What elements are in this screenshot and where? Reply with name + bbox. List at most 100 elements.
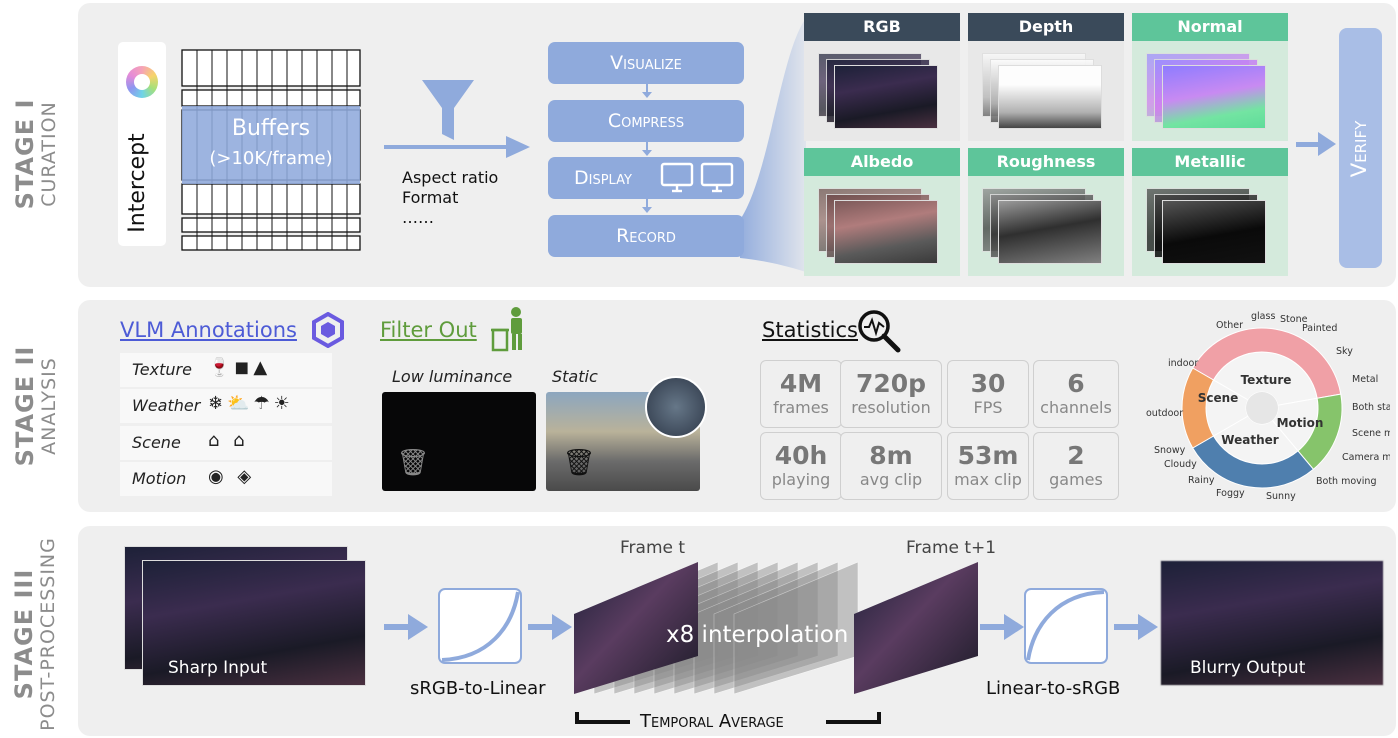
annotation-weather: Weather ❄⛅☂☀ <box>120 389 332 423</box>
roughness-panel <box>968 176 1124 276</box>
vlm-title[interactable]: VLM Annotations <box>120 318 297 342</box>
scene-icons: ⌂ ⌂ <box>208 430 249 451</box>
wheel-outer-rainy: Rainy <box>1188 475 1215 486</box>
blurry-output-label: Blurry Output <box>1190 658 1306 678</box>
stats-title[interactable]: Statistics <box>762 318 858 342</box>
buffers-subtitle: (>10K/frame) <box>209 148 333 169</box>
albedo-header: Albedo <box>804 148 960 176</box>
buffers-title: Buffers <box>231 116 311 141</box>
wheel-outer-indoor: indoor <box>1168 358 1198 369</box>
low-luminance-label: Low luminance <box>392 367 513 386</box>
wheel-outer-both-moving: Both moving <box>1316 476 1376 487</box>
stage3-label: STAGE III POST-PROCESSING <box>10 537 59 731</box>
temporal-bracket-right <box>826 712 881 724</box>
normal-header: Normal <box>1132 13 1288 41</box>
display-label: Display <box>574 167 632 189</box>
visualize-button[interactable]: Visualize <box>548 42 744 84</box>
static-zoom-circle <box>645 376 707 438</box>
annotation-motion: Motion ◉ ◈ <box>120 462 332 496</box>
verify-label: Verify <box>1347 120 1371 178</box>
record-button[interactable]: Record <box>548 215 744 257</box>
albedo-panel <box>804 176 960 276</box>
roughness-header: Roughness <box>968 148 1124 176</box>
wheel-outer-both-static: Both static <box>1352 402 1390 413</box>
low-luminance-trash-icon: 🗑 <box>396 448 430 478</box>
rgb-panel <box>804 41 960 141</box>
interp-frame <box>693 561 819 695</box>
depth-header: Depth <box>968 13 1124 41</box>
motion-icons: ◉ ◈ <box>208 466 256 487</box>
wheel-outer-sunny: Sunny <box>1266 491 1296 502</box>
srgb-to-linear-label: sRGB-to-Linear <box>410 678 546 699</box>
filter-title[interactable]: Filter Out <box>380 318 477 342</box>
annotation-wheel: Texture Scene Motion Weather Other glass… <box>1146 311 1390 502</box>
normal-panel <box>1132 41 1288 141</box>
arrow-4 <box>1114 614 1158 640</box>
arrow-2 <box>528 614 572 640</box>
arrow-to-buttons <box>384 136 530 158</box>
annotation-texture: Texture 🍷◼▲ <box>120 353 332 387</box>
compress-button[interactable]: Compress <box>548 100 744 142</box>
wheel-outer-snowy: Snowy <box>1154 445 1186 456</box>
trash-person-icon <box>491 307 522 352</box>
wheel-outer-painted: Painted <box>1302 323 1337 334</box>
filter-criteria: Aspect ratio Format …… <box>402 168 499 227</box>
verify-box <box>1339 28 1382 268</box>
intercept-label: Intercept <box>125 133 150 233</box>
temporal-bracket-left <box>575 712 630 724</box>
arrow-3 <box>980 614 1024 640</box>
wheel-outer-other: Other <box>1216 320 1243 331</box>
buffers-grid <box>181 49 361 251</box>
rgb-header: RGB <box>804 13 960 41</box>
wheel-outer-camera-moving: Camera moving <box>1342 452 1390 463</box>
interp-frame <box>713 561 839 695</box>
interp-frame <box>673 561 799 695</box>
wheel-outer-scene-moving: Scene moving <box>1352 428 1390 439</box>
wheel-label-motion: Motion <box>1277 416 1324 430</box>
vlm-logo-icon <box>312 312 344 348</box>
wheel-outer-texture <box>1192 327 1342 399</box>
static-label: Static <box>552 367 598 386</box>
interpolation-stack <box>574 561 978 695</box>
wheel-outer-sky: Sky <box>1336 346 1353 357</box>
button-connectors <box>642 84 652 213</box>
sharp-input-label: Sharp Input <box>168 658 268 678</box>
stage2-label: STAGE II ANALYSIS <box>11 345 60 467</box>
display-button[interactable]: Display <box>548 157 744 199</box>
temporal-average-label: Temporal Average <box>640 711 784 732</box>
static-trash-icon: 🗑 <box>562 448 596 478</box>
record-fanout <box>740 18 806 272</box>
frame-t-label: Frame t <box>620 538 686 558</box>
funnel-icon <box>422 80 474 140</box>
weather-icons: ❄⛅☂☀ <box>208 393 294 414</box>
metallic-header: Metallic <box>1132 148 1288 176</box>
wheel-outer-metal: Metal <box>1352 374 1378 385</box>
wheel-outer-cloudy: Cloudy <box>1164 459 1197 470</box>
color-wheel-icon <box>126 66 158 98</box>
frame-t1-label: Frame t+1 <box>906 538 997 558</box>
arrow-to-verify <box>1296 132 1336 156</box>
wheel-label-weather: Weather <box>1221 433 1278 447</box>
srgb-to-linear-curve <box>438 588 522 664</box>
depth-panel <box>968 41 1124 141</box>
wheel-outer-scene <box>1181 367 1215 449</box>
monitor-icon <box>660 162 734 193</box>
magnifier-icon <box>858 310 901 353</box>
blurry-output-image <box>1160 560 1384 686</box>
wheel-label-scene: Scene <box>1198 391 1239 405</box>
annotation-scene: Scene ⌂ ⌂ <box>120 426 332 460</box>
wheel-label-texture: Texture <box>1241 373 1292 387</box>
interp-label: x8 interpolation <box>666 622 849 648</box>
low-luminance-image <box>382 392 536 491</box>
linear-to-srgb-curve <box>1024 588 1108 664</box>
linear-to-srgb-label: Linear-to-sRGB <box>986 678 1121 699</box>
stage1-label: STAGE I CURATION <box>11 98 60 210</box>
